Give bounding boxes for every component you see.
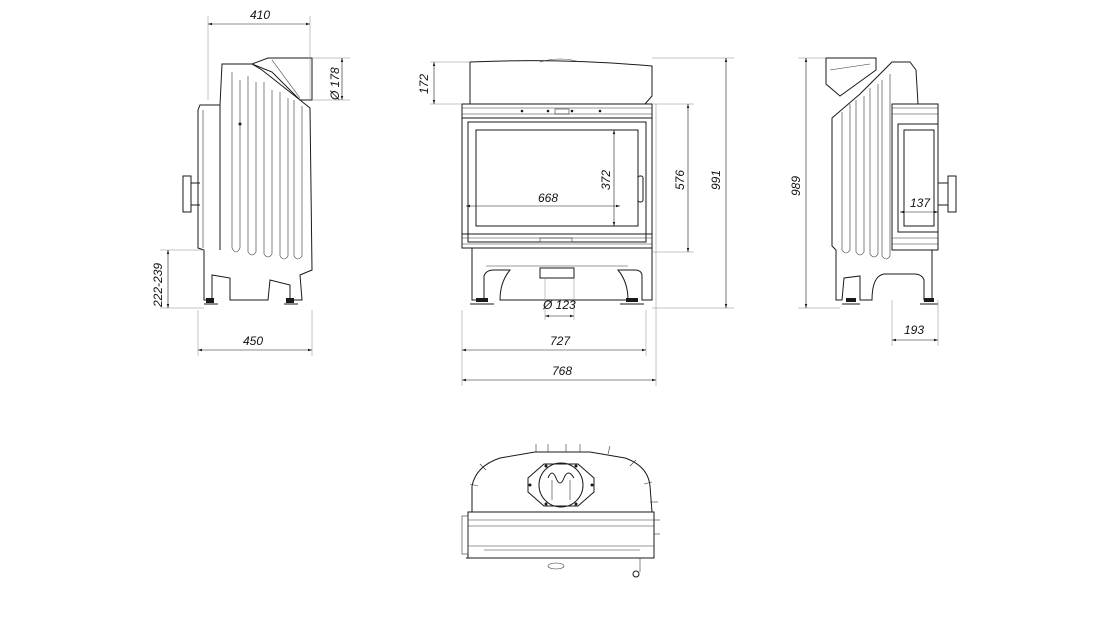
dim-leg-offset: 193	[904, 323, 924, 337]
dim-door-depth: 137	[910, 196, 931, 210]
dim-side-bottom-depth: 450	[243, 334, 263, 348]
dim-top-hood-height: 172	[417, 74, 431, 94]
dim-side-top-depth: 410	[250, 8, 270, 22]
right-side-dimensions: 989 137 193	[789, 57, 939, 346]
dim-flue-diameter: Ø 178	[328, 67, 342, 101]
dim-total-height-front: 991	[709, 170, 723, 190]
dim-frame-width: 727	[550, 334, 571, 348]
front-dimensions: 172 668 372 576 991 Ø 123 727 768	[417, 57, 734, 386]
dim-total-width: 768	[552, 364, 572, 378]
dim-glass-width: 668	[538, 191, 558, 205]
dim-leg-height: 222-239	[151, 263, 165, 308]
dim-air-inlet-diameter: Ø 123	[542, 298, 576, 312]
dim-door-height: 576	[673, 170, 687, 190]
dim-total-height-side: 989	[789, 176, 803, 196]
top-view	[461, 444, 660, 578]
right-side-view	[825, 57, 957, 305]
front-view	[461, 58, 653, 305]
left-side-dimensions: 410 Ø 178 222-239 450	[151, 8, 350, 356]
left-side-view	[182, 57, 313, 305]
dim-glass-height: 372	[599, 170, 613, 190]
